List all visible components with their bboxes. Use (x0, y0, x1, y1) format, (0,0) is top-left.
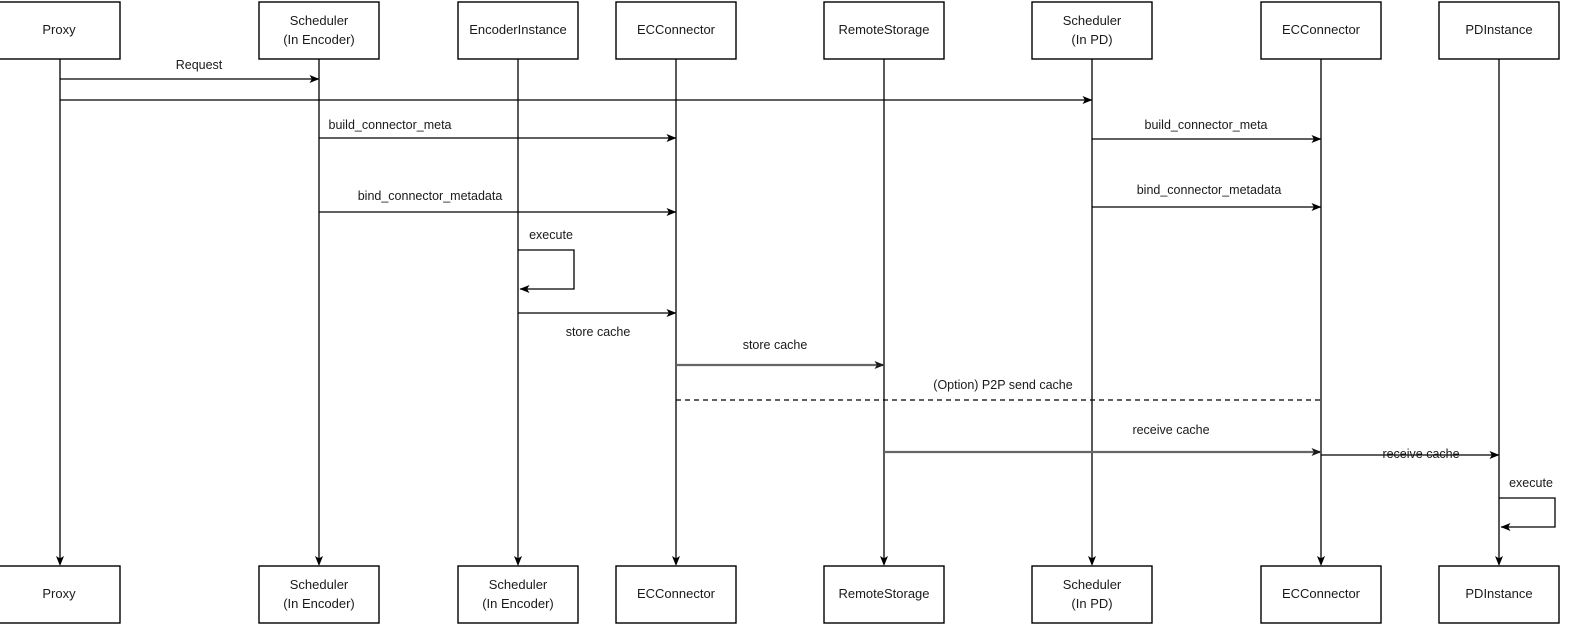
message-label-m8: store cache (743, 338, 808, 352)
message-m9[interactable]: (Option) P2P send cache (676, 378, 1321, 401)
participant-label: Proxy (42, 586, 76, 601)
participant-label: ECConnector (637, 22, 716, 37)
message-label-m3: build_connector_meta (329, 118, 452, 132)
participant-box-bottom-pd_inst[interactable]: PDInstance (1438, 565, 1560, 624)
message-m10[interactable]: receive cache (884, 423, 1322, 456)
lifelines-layer (56, 59, 1503, 566)
participant-box-bottom-encoder_inst[interactable]: Scheduler (In Encoder) (457, 565, 579, 624)
participant-label-line1: Scheduler (290, 577, 349, 592)
message-label-m4: build_connector_meta (1145, 118, 1268, 132)
participant-box-top-encoder_inst[interactable]: EncoderInstance (457, 1, 579, 60)
message-m1[interactable]: Request (60, 58, 320, 83)
self-message-path-s1 (518, 249, 575, 293)
participant-box-top-sched_pd[interactable]: Scheduler (In PD) (1031, 1, 1153, 60)
message-m8[interactable]: store cache (676, 338, 885, 369)
participant-label: RemoteStorage (838, 586, 929, 601)
message-m3[interactable]: build_connector_meta (319, 118, 677, 142)
self-message-path-s2 (1499, 497, 1556, 531)
participant-label-line2: (In PD) (1071, 32, 1112, 47)
participant-box-bottom-ec_conn_enc[interactable]: ECConnector (615, 565, 737, 624)
message-m7[interactable]: store cache (518, 309, 677, 339)
message-label-m10: receive cache (1132, 423, 1209, 437)
message-m11[interactable]: receive cache (1321, 447, 1500, 461)
participant-label-line1: Scheduler (489, 577, 548, 592)
participant-label: EncoderInstance (469, 22, 567, 37)
top-participant-boxes: Proxy Scheduler (In Encoder) EncoderInstanc… (0, 1, 1560, 60)
participant-label: RemoteStorage (838, 22, 929, 37)
self-message-s1[interactable]: execute (518, 228, 575, 293)
message-m4[interactable]: build_connector_meta (1092, 118, 1322, 143)
participant-box-top-ec_conn_enc[interactable]: ECConnector (615, 1, 737, 60)
participant-box-bottom-sched_enc[interactable]: Scheduler (In Encoder) (258, 565, 380, 624)
participant-box-bottom-sched_pd[interactable]: Scheduler (In PD) (1031, 565, 1153, 624)
message-label-m9: (Option) P2P send cache (933, 378, 1072, 392)
message-label-m11: receive cache (1382, 447, 1459, 461)
participant-label-line1: Scheduler (1063, 13, 1122, 28)
message-m5[interactable]: bind_connector_metadata (319, 189, 677, 216)
participant-box-top-ec_conn_pd[interactable]: ECConnector (1260, 1, 1382, 60)
self-messages-layer: execute execute (518, 228, 1556, 531)
participant-label-line2: (In Encoder) (482, 596, 554, 611)
messages-layer: Request build_connector_meta build_connect… (60, 58, 1500, 461)
self-message-label-s2: execute (1509, 476, 1553, 490)
message-label-m5: bind_connector_metadata (358, 189, 503, 203)
participant-label: ECConnector (1282, 22, 1361, 37)
participant-box-bottom-ec_conn_pd[interactable]: ECConnector (1260, 565, 1382, 624)
participant-box-bottom-remote_store[interactable]: RemoteStorage (823, 565, 945, 624)
participant-label-line1: Scheduler (1063, 577, 1122, 592)
self-message-s2[interactable]: execute (1499, 476, 1556, 531)
participant-label: ECConnector (637, 586, 716, 601)
participant-box-top-proxy[interactable]: Proxy (0, 1, 121, 60)
message-label-m1: Request (176, 58, 223, 72)
message-m6[interactable]: bind_connector_metadata (1092, 183, 1322, 211)
participant-label-line1: Scheduler (290, 13, 349, 28)
participant-label: ECConnector (1282, 586, 1361, 601)
message-label-m7: store cache (566, 325, 631, 339)
message-label-m6: bind_connector_metadata (1137, 183, 1282, 197)
participant-box-top-remote_store[interactable]: RemoteStorage (823, 1, 945, 60)
participant-label: PDInstance (1465, 586, 1532, 601)
participant-label-line2: (In Encoder) (283, 32, 355, 47)
participant-box-top-pd_inst[interactable]: PDInstance (1438, 1, 1560, 60)
bottom-participant-boxes: Proxy Scheduler (In Encoder) Scheduler (In E… (0, 565, 1560, 624)
participant-label-line2: (In Encoder) (283, 596, 355, 611)
participant-label: PDInstance (1465, 22, 1532, 37)
participant-box-top-sched_enc[interactable]: Scheduler (In Encoder) (258, 1, 380, 60)
participant-label-line2: (In PD) (1071, 596, 1112, 611)
participant-box-bottom-proxy[interactable]: Proxy (0, 565, 121, 624)
self-message-label-s1: execute (529, 228, 573, 242)
participant-label: Proxy (42, 22, 76, 37)
